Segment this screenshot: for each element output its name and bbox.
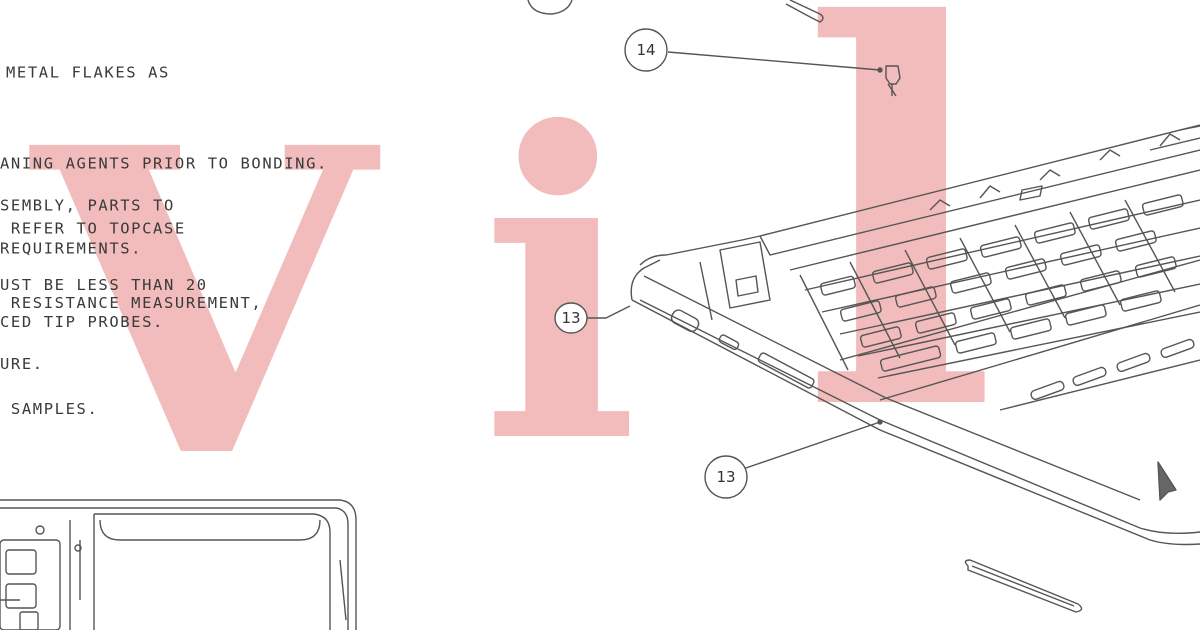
callout-14-leader bbox=[667, 51, 881, 71]
screw-part bbox=[885, 65, 901, 97]
note-line-5: REQUIREMENTS. bbox=[0, 240, 143, 258]
note-line-3: SEMBLY, PARTS TO bbox=[0, 197, 175, 215]
callout-14: 14 bbox=[624, 28, 668, 72]
internal-bracket bbox=[699, 241, 771, 321]
note-line-9: URE. bbox=[0, 355, 44, 373]
watermark-letter-v: V bbox=[31, 58, 375, 551]
callout-14-dot bbox=[877, 67, 883, 73]
pin-part-top bbox=[785, 0, 824, 23]
cursor-arrow bbox=[1157, 461, 1177, 501]
note-line-4: REFER TO TOPCASE bbox=[0, 220, 186, 238]
callout-13-bottom-label: 13 bbox=[716, 468, 735, 486]
callout-13-bottom-leader bbox=[739, 421, 881, 471]
bottom-left-view bbox=[0, 499, 357, 630]
note-line-10: SAMPLES. bbox=[0, 400, 99, 418]
callout-top-partial bbox=[527, 0, 573, 15]
note-line-6: UST BE LESS THAN 20 bbox=[0, 276, 208, 294]
callout-13-left-label: 13 bbox=[561, 309, 580, 327]
keyboard-grid bbox=[789, 169, 1200, 379]
watermark-letter-i: i bbox=[480, 43, 640, 536]
topcase-outline bbox=[630, 124, 1200, 546]
note-line-8: CED TIP PROBES. bbox=[0, 313, 164, 331]
strip-part-bottom bbox=[964, 559, 1083, 613]
front-slots bbox=[1030, 338, 1195, 401]
callout-13-left: 13 bbox=[554, 302, 588, 334]
callout-13-left-leader bbox=[586, 305, 631, 319]
top-rib-details bbox=[929, 125, 1200, 211]
note-line-2: ANING AGENTS PRIOR TO BONDING. bbox=[0, 155, 328, 173]
side-ports bbox=[670, 309, 815, 389]
note-line-1: METAL FLAKES AS bbox=[6, 64, 170, 82]
callout-13-bottom: 13 bbox=[704, 455, 748, 499]
callout-14-label: 14 bbox=[636, 41, 655, 59]
note-line-7: RESISTANCE MEASUREMENT, bbox=[0, 294, 263, 312]
